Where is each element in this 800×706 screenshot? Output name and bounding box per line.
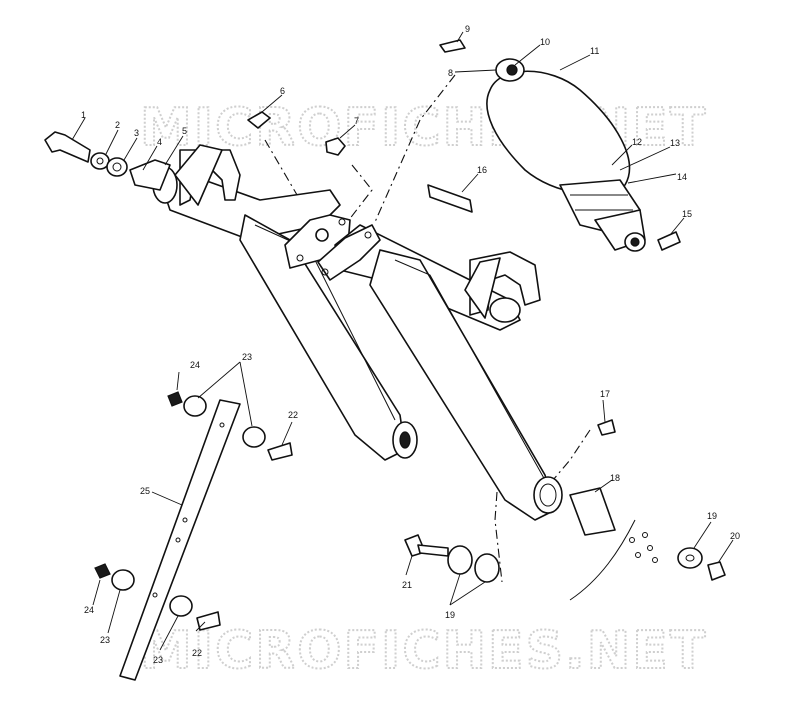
callout-8: 8 [448, 68, 453, 78]
lower-right-hardware [404, 419, 726, 601]
callout-23-left: 23 [100, 635, 110, 645]
limiter-strap [94, 391, 293, 681]
callout-10: 10 [540, 37, 550, 47]
callout-17: 17 [600, 389, 610, 399]
callout-11: 11 [590, 46, 599, 56]
callout-23-upper: 23 [242, 352, 252, 362]
callout-22-upper: 22 [288, 410, 298, 420]
callout-13: 13 [670, 138, 680, 148]
callout-19-lower: 19 [445, 610, 455, 620]
left-swing-arm [152, 144, 418, 461]
callout-4: 4 [157, 137, 162, 147]
top-hardware [247, 39, 681, 251]
callout-22-lower: 22 [192, 648, 202, 658]
assembly-lines [264, 74, 591, 583]
callout-1: 1 [81, 110, 86, 120]
callout-24-upper: 24 [190, 360, 200, 370]
callout-3: 3 [134, 128, 139, 138]
callout-6: 6 [280, 86, 285, 96]
callout-16: 16 [477, 165, 487, 175]
callout-2: 2 [115, 120, 120, 130]
callout-5: 5 [182, 126, 187, 136]
callout-7: 7 [354, 116, 359, 126]
callout-25: 25 [140, 486, 150, 496]
callout-12: 12 [632, 137, 642, 147]
callout-23-lower: 23 [153, 655, 163, 665]
callout-20: 20 [730, 531, 740, 541]
callout-18: 18 [610, 473, 620, 483]
left-hardware [44, 131, 171, 191]
leader-lines [71, 31, 734, 651]
callout-numbers: 1 2 3 4 5 6 7 8 9 10 11 12 13 14 15 16 1… [81, 24, 740, 665]
callout-19-right: 19 [707, 511, 717, 521]
callout-15: 15 [682, 209, 692, 219]
callout-14: 14 [677, 172, 687, 182]
watermark-bottom: MICROFICHES.NET [140, 621, 707, 681]
callout-24-lower: 24 [84, 605, 94, 615]
callout-21: 21 [402, 580, 412, 590]
shock-absorber [486, 58, 646, 252]
right-swing-arm [317, 224, 563, 521]
callout-9: 9 [465, 24, 470, 34]
